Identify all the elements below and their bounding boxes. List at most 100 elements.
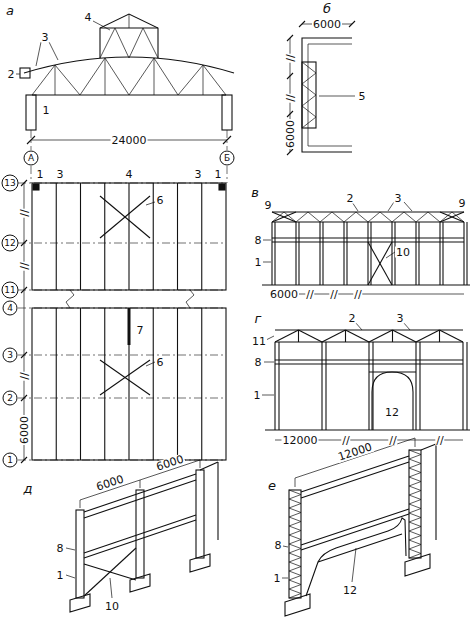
drawing-stroke bbox=[274, 342, 275, 430]
drawing-stroke bbox=[301, 456, 409, 492]
drawing-stroke bbox=[18, 183, 226, 184]
drawing-stroke bbox=[18, 308, 226, 309]
drawing-stroke bbox=[404, 202, 412, 211]
axis-label: 12 bbox=[4, 239, 15, 248]
drawing-stroke bbox=[177, 308, 178, 460]
drawing-stroke bbox=[301, 462, 409, 498]
axis-bubble: Б bbox=[220, 151, 235, 166]
axis-bubble: 3 bbox=[3, 348, 18, 363]
drawing-stroke bbox=[201, 308, 202, 460]
drawing-stroke bbox=[100, 360, 150, 395]
drawing-stroke bbox=[201, 183, 202, 290]
drawing-stroke bbox=[154, 58, 155, 95]
axis-bubble: 13 bbox=[2, 175, 19, 192]
callout-number: 6000 bbox=[19, 415, 30, 445]
drawing-stroke bbox=[322, 222, 323, 285]
roof-plan bbox=[18, 166, 227, 463]
axis-bubble: А bbox=[24, 151, 39, 166]
drawing-stroke bbox=[56, 308, 57, 460]
drawing-stroke bbox=[275, 359, 463, 360]
drawing-stroke bbox=[18, 355, 226, 356]
callout-number: 9 bbox=[264, 200, 273, 211]
axis-bubble: 12 bbox=[2, 235, 19, 252]
drawing-stroke bbox=[80, 460, 200, 500]
drawing-stroke bbox=[227, 166, 228, 183]
drawing-stroke bbox=[372, 372, 413, 430]
drawing-stroke bbox=[203, 65, 204, 95]
axis-label: 1 bbox=[7, 456, 13, 465]
drawing-stroke bbox=[321, 342, 322, 430]
drawing-stroke bbox=[24, 57, 234, 73]
drawing-stroke bbox=[100, 196, 150, 238]
drawing-stroke bbox=[440, 330, 464, 342]
callout-number: 1 bbox=[56, 570, 65, 581]
drawing-stroke bbox=[104, 308, 105, 460]
drawing-stroke bbox=[418, 222, 419, 285]
drawing-stroke bbox=[462, 342, 463, 430]
drawing-stroke bbox=[439, 330, 440, 342]
drawing-stroke bbox=[306, 518, 406, 596]
panel-letter: в bbox=[250, 186, 260, 199]
drawing-stroke bbox=[76, 510, 84, 598]
drawing-stroke bbox=[272, 222, 467, 285]
drawing-stroke bbox=[55, 65, 56, 95]
callout-number: 10 bbox=[104, 601, 120, 612]
callout-number: 24000 bbox=[111, 135, 148, 146]
drawing-stroke bbox=[322, 330, 346, 342]
truss-section bbox=[16, 14, 234, 150]
callout-number: // bbox=[19, 261, 30, 270]
drawing-stroke bbox=[31, 166, 32, 183]
drawing-stroke bbox=[308, 44, 352, 146]
drawing-stroke bbox=[21, 240, 27, 246]
callout-number: 8 bbox=[254, 357, 263, 368]
drawing-stroke bbox=[36, 42, 41, 66]
drawing-stroke bbox=[263, 240, 271, 241]
drawing-stroke bbox=[275, 363, 463, 364]
bracing-plan bbox=[287, 21, 355, 155]
callout-number: // bbox=[329, 289, 338, 300]
callout-number: 1 bbox=[42, 105, 51, 116]
drawing-stroke bbox=[367, 222, 368, 285]
callout-number: 12 bbox=[384, 407, 400, 418]
drawing-stroke bbox=[299, 21, 305, 27]
drawing-stroke bbox=[128, 308, 129, 460]
drawing-stroke bbox=[177, 183, 178, 290]
axis-bubble: 11 bbox=[2, 282, 19, 299]
callout-number: 12 bbox=[342, 585, 358, 596]
callout-number: // bbox=[19, 208, 30, 217]
drawing-stroke bbox=[419, 342, 420, 430]
drawing-stroke bbox=[21, 395, 27, 401]
drawing-stroke bbox=[368, 242, 392, 285]
brace-isometric-6m bbox=[66, 460, 218, 612]
panel-letter: д bbox=[23, 482, 34, 495]
drawing-stroke bbox=[393, 330, 417, 342]
axis-label: 2 bbox=[7, 394, 13, 403]
panel-letter: е bbox=[267, 479, 277, 492]
drawing-stroke bbox=[100, 360, 150, 395]
drawing-stroke bbox=[415, 342, 416, 430]
drawing-stroke bbox=[435, 444, 436, 540]
axis-bubble: 2 bbox=[3, 391, 18, 406]
drawing-stroke bbox=[21, 287, 27, 293]
drawing-stroke bbox=[146, 362, 155, 366]
drawing-stroke bbox=[33, 184, 39, 190]
drawing-stroke bbox=[21, 457, 27, 463]
drawing-stroke bbox=[128, 183, 129, 290]
drawing-stroke bbox=[302, 62, 316, 128]
callout-number: // bbox=[285, 93, 296, 102]
callout-number: 3 bbox=[194, 169, 203, 180]
drawing-stroke bbox=[272, 294, 464, 295]
drawing-stroke bbox=[100, 14, 158, 58]
drawing-stroke bbox=[295, 222, 296, 285]
axis-label: Б bbox=[224, 154, 230, 163]
drawing-stroke bbox=[287, 73, 293, 79]
drawing-stroke bbox=[349, 21, 355, 27]
drawing-stroke bbox=[200, 460, 201, 468]
drawing-stroke bbox=[56, 183, 57, 290]
drawing-stroke bbox=[18, 460, 226, 461]
drawing-stroke bbox=[128, 308, 131, 345]
drawing-stroke bbox=[421, 444, 436, 450]
callout-number: // bbox=[341, 435, 350, 446]
